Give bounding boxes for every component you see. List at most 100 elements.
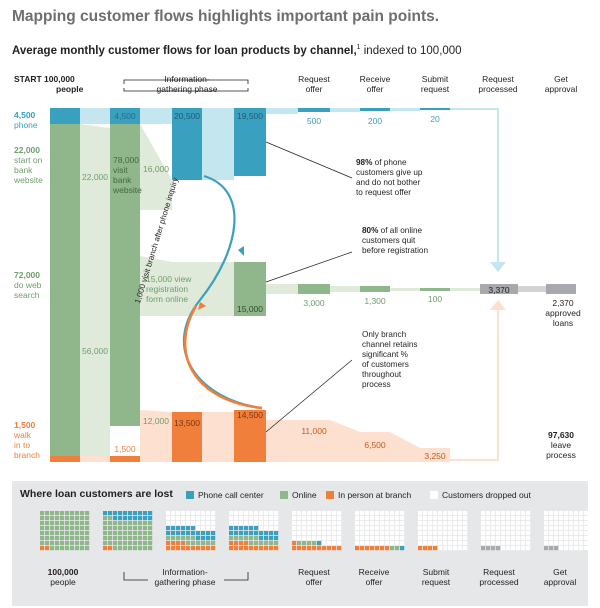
waffle-cell <box>400 516 405 521</box>
waffle-cell <box>171 546 176 551</box>
waffle-cell <box>423 516 428 521</box>
waffle-cell <box>375 526 380 531</box>
online-submit-bar <box>420 288 450 291</box>
waffle-cell <box>332 541 337 546</box>
waffle-cell <box>380 511 385 516</box>
online-to-phone-band <box>140 124 172 210</box>
waffle-cell <box>176 546 181 551</box>
waffle-cell <box>486 546 491 551</box>
waffle-cell <box>45 511 50 516</box>
waffle-cell <box>133 511 138 516</box>
waffle-cell <box>229 526 234 531</box>
receive-offer-line1: Receive <box>359 74 391 84</box>
waffle-cell <box>234 536 239 541</box>
branch-11000: 11,000 <box>301 426 327 436</box>
waffle-cell <box>544 536 549 541</box>
waffle-cell <box>317 526 322 531</box>
waffle-cell <box>491 521 496 526</box>
waffle-cell <box>380 531 385 536</box>
waffle-cell <box>244 541 249 546</box>
waffle-cell <box>148 511 153 516</box>
waffle-cell <box>589 521 594 526</box>
waffle-cell <box>292 531 297 536</box>
waffle-cell <box>264 526 269 531</box>
waffle-cell <box>564 536 569 541</box>
waffle-cell <box>453 521 458 526</box>
waffle-cell <box>70 541 75 546</box>
waffle-cell <box>516 511 521 516</box>
flow-15000-view: 15,000 view registration form online <box>146 274 191 304</box>
waffle-cell <box>166 541 171 546</box>
waffle-cell <box>418 541 423 546</box>
phone-to-branch-curve-upper <box>182 174 263 410</box>
flow-56000: 56,000 <box>82 346 108 356</box>
online-band-4 <box>330 286 360 292</box>
waffle-cell <box>443 541 448 546</box>
waffle-cell <box>201 516 206 521</box>
bank-start-text-2: bank <box>14 165 33 175</box>
online-100: 100 <box>427 294 443 304</box>
waffle-cell <box>400 526 405 531</box>
waffle-cell <box>138 531 143 536</box>
waffle-cell <box>433 516 438 521</box>
branch-arrowhead <box>490 300 506 310</box>
waffle-cell <box>453 516 458 521</box>
waffle-cell <box>196 526 201 531</box>
waffle-cell <box>65 511 70 516</box>
waffle-cell <box>254 531 259 536</box>
waffle-cell <box>196 521 201 526</box>
waffle-cell <box>569 536 574 541</box>
request-processed-header: Request processed <box>472 74 524 94</box>
waffle-cell <box>380 546 385 551</box>
waffle-cell <box>400 546 405 551</box>
waffle-cell <box>171 521 176 526</box>
waffle-cell <box>166 536 171 541</box>
waffle-cell <box>370 521 375 526</box>
waffle-cell <box>181 511 186 516</box>
request-offer-line2: offer <box>305 84 323 94</box>
waffle-cell <box>453 511 458 516</box>
receive-offer-line2: offer <box>366 84 384 94</box>
waffle-cell <box>191 511 196 516</box>
waffle-cell <box>486 521 491 526</box>
branch-annotation-5: throughout <box>362 370 402 379</box>
waffle-cell <box>486 541 491 546</box>
waffle-cell <box>118 526 123 531</box>
waffle-cell <box>375 536 380 541</box>
approval-bar <box>546 284 576 294</box>
waffle-cell <box>491 536 496 541</box>
waffle-cell <box>108 531 113 536</box>
waffle-cell <box>549 521 554 526</box>
waffle-cell <box>511 531 516 536</box>
waffle-cell <box>390 541 395 546</box>
waffle-cell <box>123 546 128 551</box>
phone-annotation-line <box>265 141 353 179</box>
waffle-cell <box>332 546 337 551</box>
waffle-cell <box>395 531 400 536</box>
processed-bar <box>480 284 518 294</box>
waffle-cell <box>443 526 448 531</box>
waffle-cell <box>521 531 526 536</box>
waffle-cell <box>549 516 554 521</box>
waffle-cell <box>370 531 375 536</box>
waffle-cell <box>526 536 531 541</box>
waffle-cell <box>400 511 405 516</box>
waffle-cell <box>559 536 564 541</box>
waffle-cell <box>138 536 143 541</box>
waffle-cell <box>254 526 259 531</box>
approved-text-2: loans <box>552 318 574 328</box>
waffle-cell <box>481 541 486 546</box>
waffle-cell <box>143 536 148 541</box>
waffle-cell <box>453 526 458 531</box>
waffle-cell <box>118 516 123 521</box>
waffle-cell <box>554 526 559 531</box>
waffle-cell <box>463 546 468 551</box>
waffle-cell <box>322 511 327 516</box>
waffle-cell <box>390 531 395 536</box>
start-header-line2: people <box>56 84 84 94</box>
waffle-cell <box>337 541 342 546</box>
waffle-cell <box>176 526 181 531</box>
waffle-cell <box>244 546 249 551</box>
waffle-cell <box>55 536 60 541</box>
branch-annotation-3: significant % <box>362 350 408 359</box>
